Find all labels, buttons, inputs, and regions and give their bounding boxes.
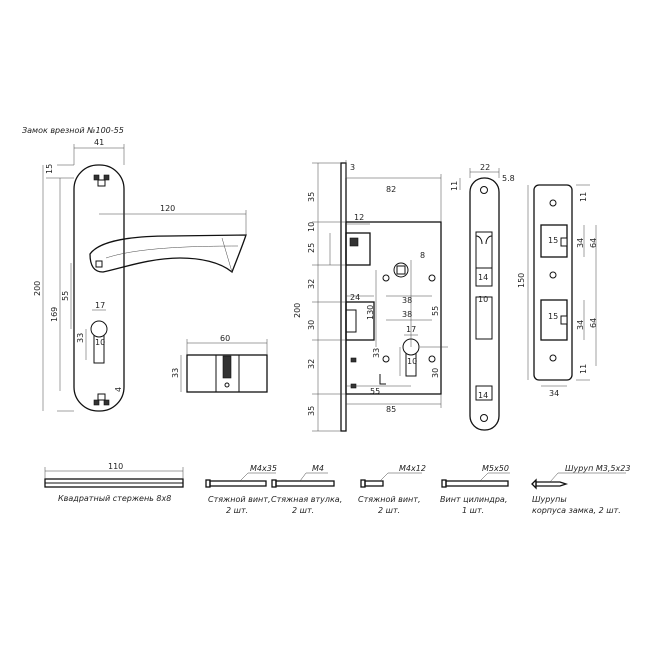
lock-dim-85: 85 (386, 405, 396, 414)
strike-dim-34-lower: 34 (576, 320, 585, 330)
strike-dim-15-lower: 15 (548, 312, 558, 321)
faceplate-dim-14-upper: 14 (478, 273, 488, 282)
lock-dim-25: 25 (307, 243, 316, 253)
screw-m4x12-caption: Стяжной винт, (358, 495, 420, 504)
screw-m4x12-spec: М4х12 (399, 464, 426, 473)
spindle-square (95, 260, 103, 268)
accessory-screw-m4x12 (360, 472, 422, 488)
lock-dim-200: 200 (293, 303, 302, 318)
handle-dim-33: 33 (76, 333, 85, 343)
screw-m4x35-caption: Стяжной винт, (208, 495, 270, 504)
lock-faceplate (469, 177, 500, 431)
wood-screws-spec: Шуруп М3,5х23 (565, 464, 630, 473)
faceplate-view (459, 168, 500, 431)
lock-dim-10-cyl: 10 (407, 357, 417, 366)
spindle-spec: 110 (108, 462, 123, 471)
lock-dim-35-bottom: 35 (307, 406, 316, 416)
strike-plate (533, 184, 573, 381)
wood-screws-qty: корпуса замка, 2 шт. (532, 506, 621, 515)
lock-dim-30-left: 30 (307, 320, 316, 330)
strike-plate-view (527, 184, 597, 387)
handle-dim-55: 55 (61, 291, 70, 301)
keyhole-circle (90, 320, 108, 338)
cylinder-screw-caption: Винт цилиндра, (440, 495, 507, 504)
lock-faceplate-edge (340, 162, 347, 432)
lock-dim-33: 33 (372, 348, 381, 358)
cylinder-view (180, 339, 268, 393)
handle-backplate (73, 164, 125, 412)
strike-dim-34-bottom: 34 (549, 389, 559, 398)
sleeve-m4-spec: М4 (312, 464, 324, 473)
strike-dim-11-bottom: 11 (579, 364, 588, 374)
accessory-wood-screws (531, 472, 626, 490)
lock-body-view (312, 160, 448, 432)
screw-m4x35-qty: 2 шт. (226, 506, 248, 515)
handle-view (42, 144, 247, 412)
handle-dim-17: 17 (95, 301, 105, 310)
lock-dim-17: 17 (406, 325, 416, 334)
handle-dim-169: 169 (50, 307, 59, 322)
lock-dim-82: 82 (386, 185, 396, 194)
lock-dim-35-top: 35 (307, 192, 316, 202)
handle-dim-4: 4 (114, 387, 123, 392)
spindle-caption: Квадратный стержень 8х8 (58, 494, 171, 503)
lock-dim-8: 8 (420, 251, 425, 260)
lock-dim-38-upper: 38 (402, 296, 412, 305)
accessory-spindle (44, 467, 184, 488)
faceplate-dim-10: 10 (478, 295, 488, 304)
lock-dim-32-lower: 32 (307, 359, 316, 369)
strike-dim-64-lower: 64 (589, 318, 598, 328)
faceplate-dim-5-8: 5.8 (502, 174, 515, 183)
screw-m4x35-spec: М4х35 (250, 464, 277, 473)
cylinder-dim-60: 60 (220, 334, 230, 343)
handle-dim-120: 120 (160, 204, 175, 213)
lock-dim-24: 24 (350, 293, 360, 302)
cylinder-screw-spec: М5х50 (482, 464, 509, 473)
strike-dim-11-top: 11 (579, 192, 588, 202)
cylinder-body (186, 354, 268, 393)
lock-dim-32-upper: 32 (307, 279, 316, 289)
handle-dim-10: 10 (95, 338, 105, 347)
lock-dim-55-bottom: 55 (370, 387, 380, 396)
strike-dim-15-upper: 15 (548, 236, 558, 245)
handle-dim-41: 41 (94, 138, 104, 147)
accessory-sleeve-m4 (271, 472, 335, 488)
accessory-cylinder-screw (441, 472, 510, 488)
strike-dim-150: 150 (517, 273, 526, 288)
lock-dim-3: 3 (350, 163, 355, 172)
drawing-title: Замок врезной №100-55 (22, 126, 124, 135)
wood-screws-caption: Шурупы (532, 495, 567, 504)
cylinder-screw-qty: 1 шт. (462, 506, 484, 515)
sleeve-m4-caption: Стяжная втулка, (271, 495, 342, 504)
deadbolt-opening (475, 296, 493, 340)
lock-dim-10: 10 (307, 222, 316, 232)
faceplate-dim-22: 22 (480, 163, 490, 172)
faceplate-dim-11: 11 (450, 181, 459, 191)
handle-dim-200: 200 (33, 281, 42, 296)
strike-dim-34-upper: 34 (576, 238, 585, 248)
strike-dim-64-upper: 64 (589, 238, 598, 248)
latch-bolt (345, 232, 371, 266)
accessory-screw-m4x35 (205, 472, 276, 488)
lock-dim-30-right: 30 (431, 368, 440, 378)
lock-dim-55-right: 55 (431, 306, 440, 316)
sleeve-m4-qty: 2 шт. (292, 506, 314, 515)
spindle-hole (393, 262, 409, 278)
screw-m4x12-qty: 2 шт. (378, 506, 400, 515)
handle-dim-15: 15 (45, 164, 54, 174)
lock-dim-130: 130 (366, 305, 375, 320)
latch-opening (475, 231, 493, 269)
lock-dim-38-lower: 38 (402, 310, 412, 319)
lock-dim-12: 12 (354, 213, 364, 222)
lock-case (345, 221, 442, 395)
cylinder-dim-33: 33 (171, 368, 180, 378)
handle-lever (89, 234, 247, 274)
faceplate-dim-14-lower: 14 (478, 391, 488, 400)
